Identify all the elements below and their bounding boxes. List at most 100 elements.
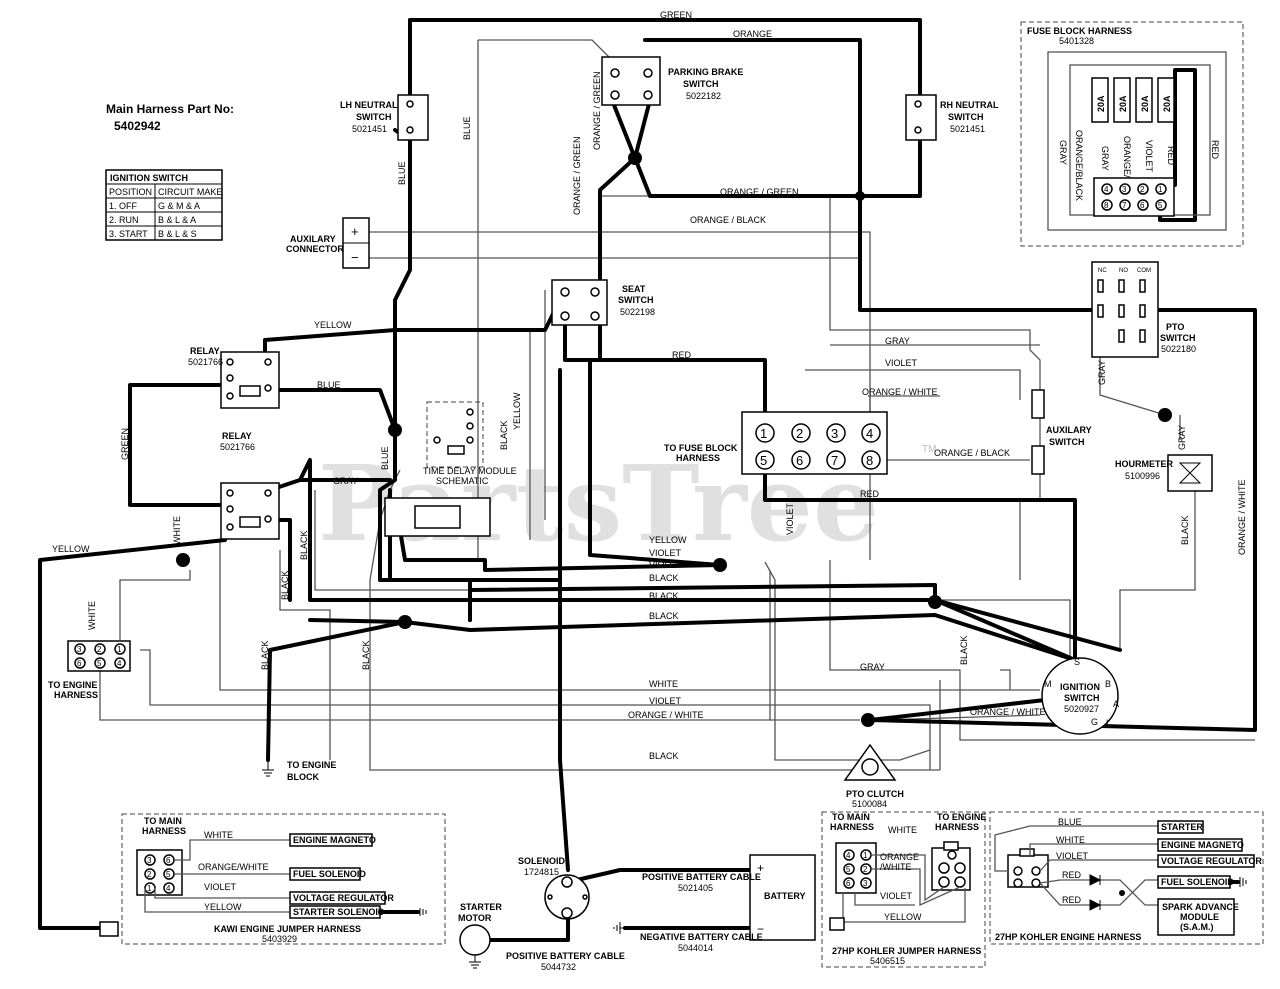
wire-label: ORANGE / WHITE	[1237, 479, 1247, 555]
ignition-table-row-pos: 3. START	[109, 229, 148, 239]
fuse-connector-pins: 1 2 3 4 5 6 7 8	[755, 423, 881, 470]
wire-label: WHITE	[87, 601, 97, 630]
wire-label: BLUE	[380, 446, 390, 470]
battery: + − BATTERY	[749, 854, 816, 941]
wire-label: ORANGE / WHITE	[628, 710, 704, 720]
ignition-switch-part: 5020927	[1064, 704, 1099, 714]
solenoid-part: 1724815	[524, 867, 559, 877]
time-delay-label: TIME DELAY MODULE	[423, 466, 517, 476]
fuse-block-part: 5401328	[1059, 36, 1094, 46]
ign-terminal: S	[1074, 657, 1080, 667]
relay2-part: 5021766	[220, 442, 255, 452]
ke-target: STARTER	[1161, 822, 1203, 832]
wire-label: BLACK	[280, 570, 290, 600]
aux-switch-label: AUXILARY	[1046, 425, 1092, 435]
starter-motor: STARTER MOTOR	[458, 902, 502, 969]
wire-label: RED	[860, 489, 880, 499]
pin-label: 6	[1140, 201, 1145, 210]
junction-dots	[176, 151, 1172, 727]
kawi-wire: WHITE	[204, 830, 233, 840]
wire-label: BLACK	[1180, 515, 1190, 545]
ground-icon	[262, 760, 274, 777]
wire-label: ORANGE / GREEN	[592, 71, 602, 150]
battery-label: BATTERY	[764, 891, 806, 901]
to-engine-harness-label2: HARNESS	[54, 690, 98, 700]
kj-to-engine: TO ENGINE	[937, 812, 986, 822]
pin-label: 3	[147, 856, 152, 865]
kawi-part: 5403929	[262, 934, 297, 944]
diode-icon	[1089, 874, 1102, 886]
wire-label: BLUE	[397, 161, 407, 185]
kawi-to-main2: HARNESS	[142, 826, 186, 836]
kawi-title: KAWI ENGINE JUMPER HARNESS	[214, 924, 361, 934]
ignition-switch-label2: SWITCH	[1064, 693, 1100, 703]
ke-wire: RED	[1062, 895, 1082, 905]
kj-to-main: TO MAIN	[832, 812, 870, 822]
pos-cable-label: POSITIVE BATTERY CABLE	[642, 872, 761, 882]
wire-label: GRAY	[1177, 425, 1187, 450]
lh-neutral-label: LH NEUTRAL	[340, 100, 398, 110]
engine-block-ground: TO ENGINE BLOCK	[262, 760, 336, 782]
fuse-wire-label: ORANGE/BLACK	[1122, 136, 1132, 207]
wire-label: RED	[672, 350, 692, 360]
pto-pin-label: NC	[1098, 268, 1107, 274]
ign-terminal: G	[1091, 717, 1098, 727]
wire-label: ORANGE / GREEN	[720, 187, 799, 197]
pin-label: 6	[796, 453, 803, 468]
ign-terminal: M	[1044, 679, 1052, 689]
neg-cable-label: NEGATIVE BATTERY CABLE	[640, 932, 763, 942]
kohler-jumper-harness: TO MAIN HARNESS TO ENGINE HARNESS 4 1 5 …	[821, 811, 986, 968]
fuse-rating: 20A	[1140, 95, 1150, 112]
pin-label: 3	[863, 879, 868, 888]
pin-label: 3	[831, 426, 838, 441]
fuse-wire-label: VIOLET	[1144, 140, 1154, 173]
pin-label: 2	[97, 645, 102, 654]
pin-label: 3	[77, 645, 82, 654]
wire-label: GRAY	[885, 336, 910, 346]
kawi-to-main: TO MAIN	[144, 816, 182, 826]
time-delay-module: TIME DELAY MODULE SCHEMATIC	[384, 401, 517, 537]
lh-neutral-switch: LH NEUTRAL SWITCH 5021451	[340, 94, 429, 141]
wire-label: BLACK	[499, 420, 509, 450]
fuse-rating: 20A	[1118, 95, 1128, 112]
kj-wire: ORANGE	[880, 852, 919, 862]
ke-wire: WHITE	[1056, 835, 1085, 845]
fuse-rating: 20A	[1162, 95, 1172, 112]
to-engine-block-label: TO ENGINE	[287, 760, 336, 770]
time-delay-label2: SCHEMATIC	[436, 476, 489, 486]
relay2-label: RELAY	[222, 431, 252, 441]
kj-wire: WHITE	[888, 825, 917, 835]
wire-label: ORANGE / WHITE	[970, 707, 1046, 717]
hourmeter-label: HOURMETER	[1115, 459, 1173, 469]
wire-label: YELLOW	[314, 320, 352, 330]
starter-motor-label2: MOTOR	[458, 913, 492, 923]
pto-switch: NC NO COM PTO SWITCH 5022180	[1091, 261, 1196, 358]
lh-neutral-label2: SWITCH	[356, 112, 392, 122]
hourmeter-part: 5100996	[1125, 471, 1160, 481]
fuse-block-title: FUSE BLOCK HARNESS	[1027, 26, 1132, 36]
pin-label: 1	[1158, 185, 1163, 194]
watermark-tm: TM	[922, 444, 936, 455]
parking-brake-label2: SWITCH	[683, 79, 719, 89]
ign-terminal: B	[1105, 679, 1111, 689]
wire-label: GREEN	[660, 10, 692, 20]
pin-label: 2	[147, 870, 152, 879]
rh-neutral-label2: SWITCH	[948, 112, 984, 122]
ign-terminal: A	[1113, 699, 1119, 709]
wire-label: BLUE	[462, 116, 472, 140]
wire-label: ORANGE / BLACK	[934, 448, 1010, 458]
engine-harness-connector: 3 2 1 6 5 4 TO ENGINE HARNESS	[48, 640, 131, 700]
pos-cable-part: 5021405	[678, 883, 713, 893]
pin-label: 6	[77, 659, 82, 668]
pto-switch-part: 5022180	[1161, 344, 1196, 354]
pin-label: 5	[760, 453, 767, 468]
pin-label: 5	[166, 870, 171, 879]
wire-label: BLACK	[649, 751, 679, 761]
kj-title: 27HP KOHLER JUMPER HARNESS	[832, 946, 981, 956]
seat-switch-part: 5022198	[620, 307, 655, 317]
ke-title: 27HP KOHLER ENGINE HARNESS	[995, 932, 1141, 942]
wire-label: VIOLET	[885, 358, 918, 368]
wire-label: GREEN	[120, 428, 130, 460]
ignition-table-col-circuit: CIRCUIT MAKE	[158, 187, 222, 197]
